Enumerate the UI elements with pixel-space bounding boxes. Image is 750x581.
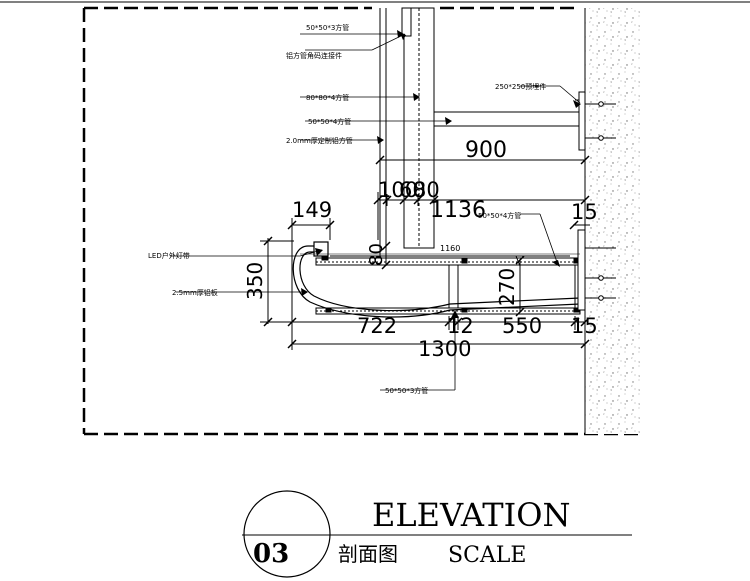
dim-149: 149 [292, 198, 332, 222]
note-tube-50x50x3-bottom: 50*50*3方管 [385, 386, 428, 395]
dim-900: 900 [465, 138, 507, 163]
dim-12: 12 [447, 314, 474, 338]
title-number: 03 [253, 539, 289, 569]
dimension-ticks [263, 155, 590, 349]
dim-550: 550 [502, 314, 542, 338]
dim-60: 60 [399, 178, 426, 202]
title-sub: 剖面图 [338, 542, 398, 566]
note-tube-50x50x3: 50*50*3方管 [306, 23, 349, 32]
upper-beam [434, 111, 585, 127]
note-custom-al-tube: 2.0mm厚定制铝方管 [286, 136, 353, 145]
note-al-plate: 2.5mm厚铝板 [172, 288, 218, 297]
title-circle [243, 490, 331, 578]
dim-15-bottom: 15 [571, 314, 598, 338]
dim-15-top: 15 [571, 200, 598, 224]
title-block: 03 ELEVATION 剖面图 SCALE [242, 490, 632, 578]
note-tube-50x50x4-b: 50*50*4方管 [478, 211, 521, 220]
dim-1136: 1136 [430, 198, 486, 223]
note-embed-plate: 250*250预埋件 [495, 82, 546, 91]
dim-1300: 1300 [418, 337, 471, 361]
dim-80-mid: 80 [366, 243, 387, 266]
dimension-lines [260, 159, 590, 352]
note-tube-80x80x4: 80*80*4方管 [306, 93, 349, 102]
note-tube-50x50x4: 50*50*4方管 [308, 117, 351, 126]
dim-722: 722 [357, 314, 397, 338]
dim-1160: 1160 [440, 244, 460, 253]
concrete-wall [585, 8, 640, 434]
dashed-frame [82, 6, 640, 436]
title-main: ELEVATION [372, 496, 570, 534]
embed-plate-lower [577, 229, 616, 311]
dim-80-top: 80 [413, 178, 440, 202]
dim-270: 270 [495, 268, 519, 306]
note-connector: 铝方管角码连接件 [286, 51, 342, 60]
dim-100: 100 [378, 178, 418, 202]
title-scale: SCALE [448, 543, 526, 568]
curved-fascia [292, 241, 581, 318]
leader-lines [170, 33, 581, 391]
leader-arrows [301, 30, 581, 318]
vertical-column [379, 7, 435, 265]
note-led-strip: LED户外灯带 [148, 251, 190, 260]
dim-350: 350 [243, 262, 267, 300]
embed-plate-upper [575, 91, 616, 151]
